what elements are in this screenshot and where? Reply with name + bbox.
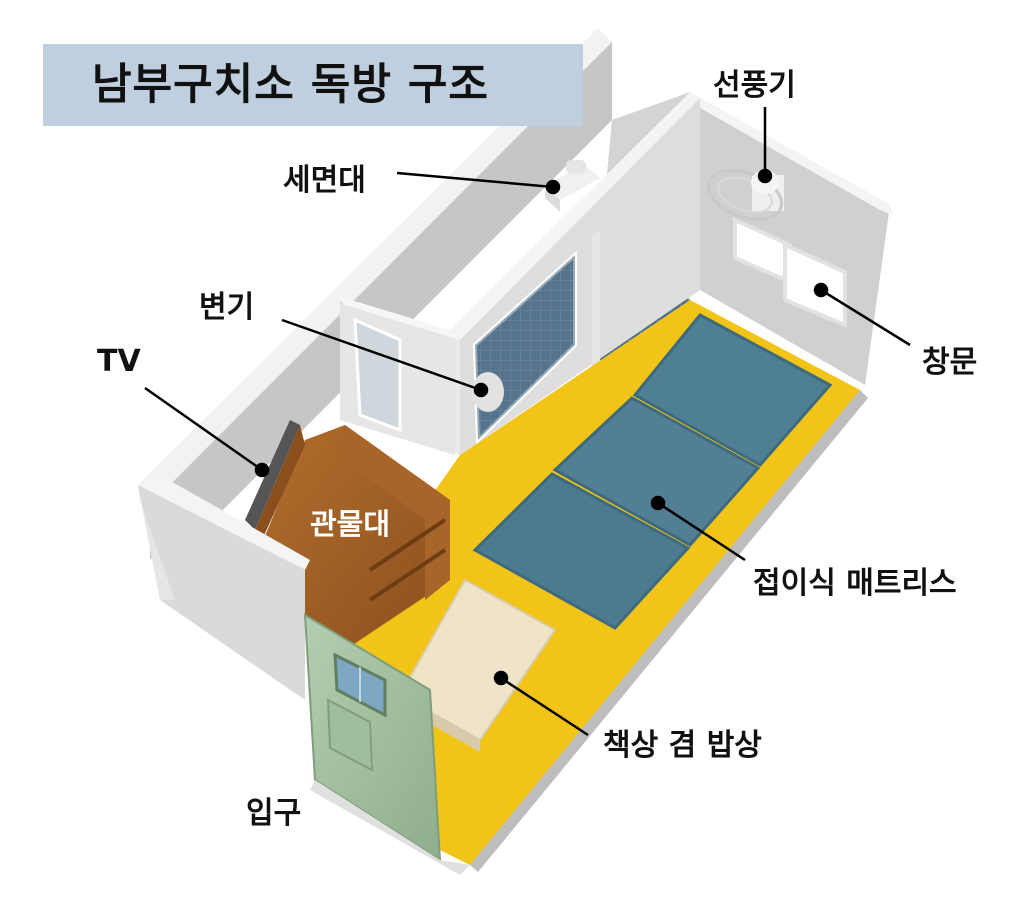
window-frame (733, 216, 847, 328)
tv-set (245, 420, 300, 530)
label-desk: 책상 겸 밥상 (603, 728, 762, 763)
label-entrance: 입구 (246, 796, 302, 831)
toilet-stall-glass (353, 317, 402, 433)
label-sink: 세면대 (283, 163, 366, 198)
bathroom-partition (450, 92, 700, 340)
label-toilet: 변기 (199, 290, 255, 325)
entrance-door (303, 613, 442, 862)
back-wall-top (138, 28, 612, 495)
front-left-wall (138, 485, 305, 700)
label-mattress: 접이식 매트리스 (753, 566, 957, 601)
label-window: 창문 (922, 345, 978, 380)
page-title: 남부구치소 독방 구조 (92, 60, 489, 110)
title-banner (43, 44, 583, 126)
callout-leaders (144, 107, 911, 737)
label-fan: 선풍기 (713, 68, 796, 103)
toilet-bowl (472, 372, 504, 412)
label-shelf: 관물대 (310, 507, 391, 541)
label-tv: TV (97, 344, 141, 379)
folding-mattress (472, 313, 833, 630)
